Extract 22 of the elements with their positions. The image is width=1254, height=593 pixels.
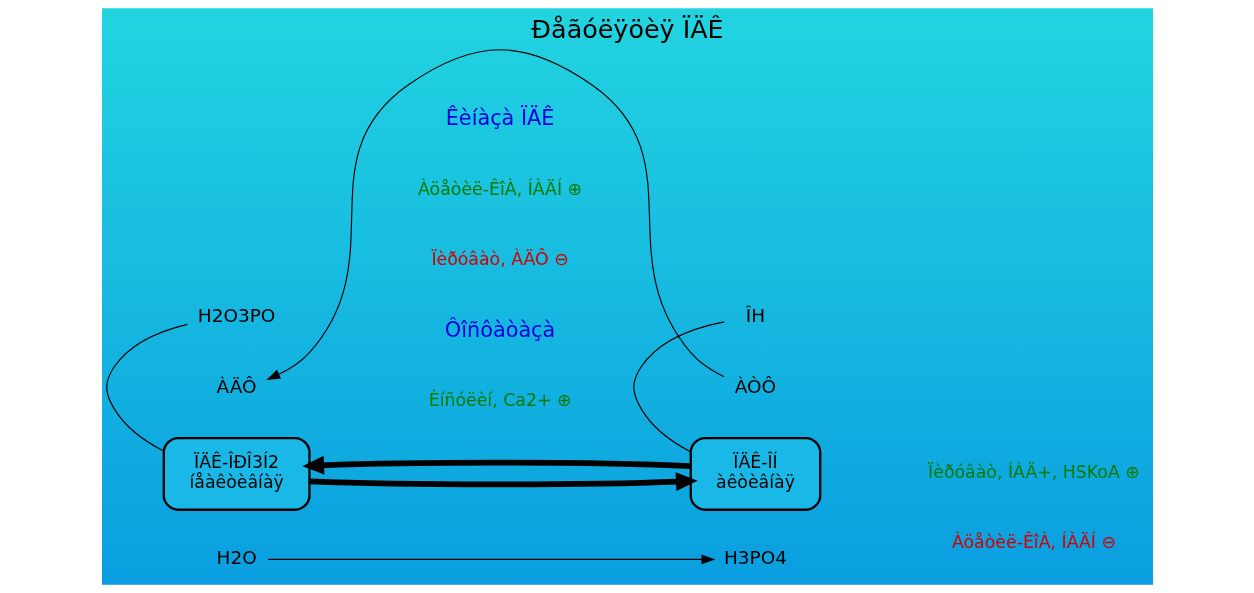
connector [105,323,188,452]
node-box: ÏÄÊ-ÎÐÎ3Í2 íåàêòèâíàÿ [162,436,311,511]
arrow [301,455,691,475]
label: Àöåòèë-ÊîÀ, ÍÀÄÍ ⊕ [417,178,582,199]
label: Êèíàçà ÏÄÊ [445,106,554,131]
arrow [265,49,725,380]
node-text: ÎH [745,305,765,327]
node-text: H2O [216,546,257,568]
node-text: ÀÄÔ [216,375,257,397]
node-text: H3PO4 [723,546,787,568]
arrow [267,554,715,565]
label: Ïèðóâàò, ÀÄÔ ⊖ [430,249,569,270]
connector [632,321,725,453]
label: Èíñóëèí, Ca2+ ⊕ [428,390,571,411]
arrow [309,472,698,492]
label: Ïèðóâàò, ÍÀÄ+, HSKoA ⊕ [927,461,1140,482]
label: Àöåòèë-ÊîÀ, ÍÀÄÍ ⊖ [951,532,1116,553]
label: Ôîñôàòàçà [444,317,555,342]
diagram-title: Ðåãóëÿöèÿ ÏÄÊ [530,13,724,44]
node-text: ÀÒÔ [734,375,776,397]
node-text: H2O3PO [197,305,275,327]
node-box: ÏÄÊ-ÎÍ àêòèâíàÿ [689,436,821,511]
